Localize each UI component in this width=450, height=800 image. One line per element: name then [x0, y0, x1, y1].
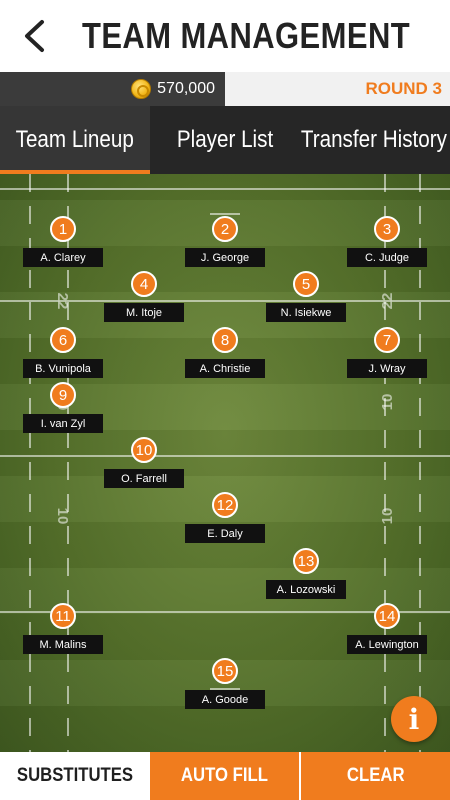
page-title: TEAM MANAGEMENT — [82, 15, 411, 56]
player-number-badge: 12 — [212, 492, 238, 518]
header: TEAM MANAGEMENT — [0, 0, 450, 72]
player-number-badge: 9 — [50, 382, 76, 408]
player-slot-7[interactable]: 7 J. Wray — [347, 327, 427, 383]
player-number-badge: 7 — [374, 327, 400, 353]
player-slot-4[interactable]: 4 M. Itoje — [104, 271, 184, 327]
player-name: J. George — [185, 248, 265, 267]
player-slot-2[interactable]: 2 J. George — [185, 216, 265, 272]
clear-button[interactable]: CLEAR — [301, 752, 450, 800]
player-slot-3[interactable]: 3 C. Judge — [347, 216, 427, 272]
tab-team-lineup[interactable]: Team Lineup — [0, 106, 150, 174]
tab-label: Transfer History — [300, 126, 447, 153]
player-slot-1[interactable]: 1 A. Clarey — [23, 216, 103, 272]
player-number-badge: 2 — [212, 216, 238, 242]
player-number-badge: 11 — [50, 603, 76, 629]
player-name: I. van Zyl — [23, 414, 103, 433]
player-slot-6[interactable]: 6 B. Vunipola — [23, 327, 103, 383]
player-number-badge: 14 — [374, 603, 400, 629]
tab-transfer-history[interactable]: Transfer History — [297, 106, 450, 174]
auto-fill-button[interactable]: AUTO FILL — [150, 752, 299, 800]
player-name: J. Wray — [347, 359, 427, 378]
marking-left-10b: 10 — [54, 508, 71, 525]
player-name: O. Farrell — [104, 469, 184, 488]
player-slot-8[interactable]: 8 A. Christie — [185, 327, 265, 383]
player-slot-12[interactable]: 12 E. Daly — [185, 492, 265, 548]
clear-label: CLEAR — [346, 765, 405, 786]
auto-fill-label: AUTO FILL — [180, 765, 268, 786]
player-name: A. Christie — [185, 359, 265, 378]
player-name: M. Itoje — [104, 303, 184, 322]
player-name: N. Isiekwe — [266, 303, 346, 322]
player-name: C. Judge — [347, 248, 427, 267]
tab-label: Team Lineup — [15, 126, 135, 153]
player-number-badge: 13 — [293, 548, 319, 574]
active-tab-indicator — [0, 170, 150, 174]
player-slot-14[interactable]: 14 A. Lewington — [347, 603, 427, 659]
round-indicator: ROUND 3 — [225, 72, 450, 106]
chevron-left-icon — [25, 20, 44, 52]
player-name: A. Lewington — [347, 635, 427, 654]
coin-amount: 570,000 — [157, 80, 215, 97]
player-name: A. Goode — [185, 690, 265, 709]
tab-player-list[interactable]: Player List — [150, 106, 300, 174]
info-bar: 570,000 ROUND 3 — [0, 72, 450, 106]
player-slot-5[interactable]: 5 N. Isiekwe — [266, 271, 346, 327]
marking-left-22: 22 — [54, 293, 71, 310]
player-name: E. Daly — [185, 524, 265, 543]
bottom-action-bar: SUBSTITUTES AUTO FILL CLEAR — [0, 752, 450, 800]
marking-right-10a: 10 — [379, 394, 396, 411]
player-number-badge: 5 — [293, 271, 319, 297]
player-slot-10[interactable]: 10 O. Farrell — [104, 437, 184, 493]
player-number-badge: 8 — [212, 327, 238, 353]
player-number-badge: 15 — [212, 658, 238, 684]
info-icon: i — [408, 702, 420, 736]
player-name: A. Lozowski — [266, 580, 346, 599]
info-button[interactable]: i — [391, 696, 437, 742]
coin-balance: 570,000 — [0, 72, 225, 106]
tab-label: Player List — [176, 126, 274, 153]
player-name: A. Clarey — [23, 248, 103, 267]
coin-icon — [131, 79, 152, 99]
player-number-badge: 10 — [131, 437, 157, 463]
player-name: B. Vunipola — [23, 359, 103, 378]
marking-right-10b: 10 — [379, 508, 396, 525]
player-number-badge: 1 — [50, 216, 76, 242]
player-number-badge: 6 — [50, 327, 76, 353]
tab-bar: Team Lineup Player List Transfer History — [0, 106, 450, 174]
player-slot-13[interactable]: 13 A. Lozowski — [266, 548, 346, 604]
player-number-badge: 4 — [131, 271, 157, 297]
player-slot-11[interactable]: 11 M. Malins — [23, 603, 103, 659]
back-button[interactable] — [14, 14, 54, 58]
player-number-badge: 3 — [374, 216, 400, 242]
substitutes-button[interactable]: SUBSTITUTES — [0, 752, 150, 800]
substitutes-label: SUBSTITUTES — [16, 765, 134, 786]
player-slot-9[interactable]: 9 I. van Zyl — [23, 382, 103, 438]
player-slot-15[interactable]: 15 A. Goode — [185, 658, 265, 714]
player-name: M. Malins — [23, 635, 103, 654]
pitch: 22 22 10 10 10 10 1 A. Clarey 2 J. Georg… — [0, 174, 450, 752]
marking-right-22: 22 — [379, 293, 396, 310]
round-label: ROUND 3 — [365, 79, 442, 98]
